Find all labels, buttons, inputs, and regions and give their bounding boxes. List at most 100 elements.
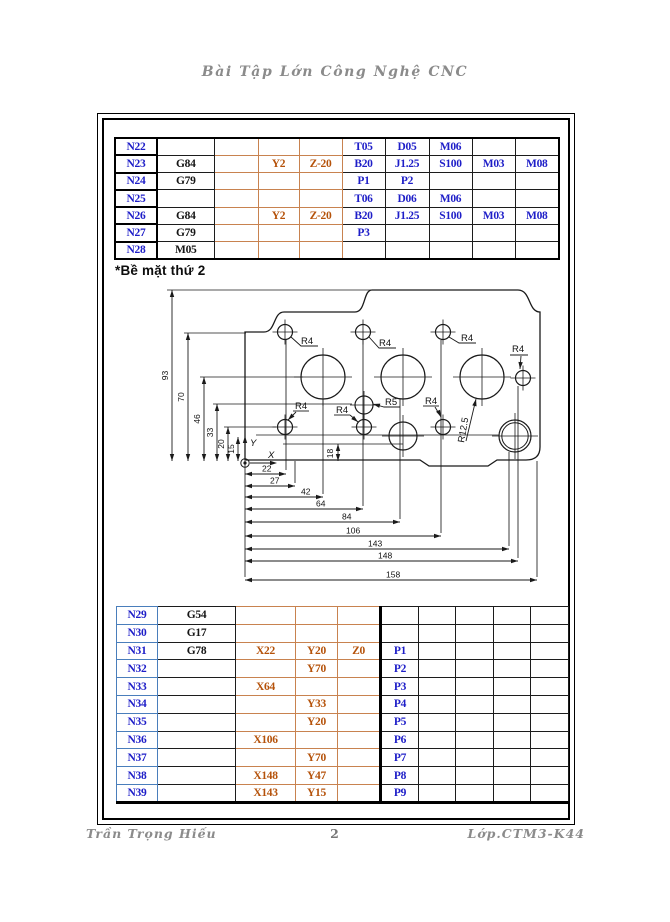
svg-text:84: 84 xyxy=(342,512,352,522)
table-cell: Z-20 xyxy=(298,206,343,225)
table-cell: M03 xyxy=(471,154,516,174)
table-cell xyxy=(418,623,456,643)
table-cell xyxy=(418,677,456,696)
table-cell xyxy=(337,659,381,679)
footer-author: Trần Trọng Hiếu xyxy=(86,826,217,841)
table-cell xyxy=(418,641,456,661)
table-cell xyxy=(418,606,456,625)
table-cell: M06 xyxy=(428,189,473,208)
table-cell: Y20 xyxy=(295,712,338,732)
table-cell xyxy=(530,694,569,714)
table-cell xyxy=(157,730,236,750)
table-cell xyxy=(493,606,531,625)
table-cell: M08 xyxy=(514,206,560,225)
table-cell: G17 xyxy=(157,623,236,643)
table-cell: N32 xyxy=(116,659,158,679)
table-cell: P9 xyxy=(379,783,419,803)
svg-text:93: 93 xyxy=(160,371,170,381)
table-cell: N31 xyxy=(116,641,158,661)
svg-text:R4: R4 xyxy=(301,336,313,347)
table-cell xyxy=(455,659,494,679)
table-cell xyxy=(418,712,456,732)
table-cell xyxy=(295,730,338,750)
svg-text:33: 33 xyxy=(205,428,215,438)
table-cell xyxy=(379,606,419,625)
svg-text:Y: Y xyxy=(250,438,257,449)
table-cell xyxy=(493,677,531,696)
table-cell xyxy=(235,712,296,732)
table-cell xyxy=(235,694,296,714)
table-cell: N27 xyxy=(114,223,158,243)
table-cell xyxy=(418,748,456,768)
table-cell: Y33 xyxy=(295,694,338,714)
table-cell: G84 xyxy=(156,206,215,225)
table-cell: Y70 xyxy=(295,659,338,679)
table-cell xyxy=(157,783,236,803)
table-cell xyxy=(455,783,494,803)
footer-class: Lớp.CTM3-K44 xyxy=(467,826,585,841)
svg-text:R4: R4 xyxy=(336,405,348,416)
svg-text:R4: R4 xyxy=(379,338,391,349)
table-cell xyxy=(493,783,531,803)
table-cell xyxy=(235,748,296,768)
table-cell: G78 xyxy=(157,641,236,661)
table-cell: Y70 xyxy=(295,748,338,768)
svg-text:18: 18 xyxy=(325,449,335,459)
table-cell xyxy=(530,606,569,625)
table-cell: S100 xyxy=(428,154,473,174)
table-cell: P6 xyxy=(379,730,419,750)
table-cell xyxy=(295,677,338,696)
footer-page-number: 2 xyxy=(330,826,340,841)
table-cell xyxy=(157,766,236,785)
table-cell xyxy=(418,694,456,714)
table-cell: N24 xyxy=(114,171,158,191)
svg-text:R4: R4 xyxy=(461,333,473,344)
table-cell xyxy=(157,659,236,679)
svg-text:158: 158 xyxy=(386,570,400,580)
svg-text:42: 42 xyxy=(301,487,311,497)
table-cell: N29 xyxy=(116,606,158,625)
svg-text:R4: R4 xyxy=(512,344,524,355)
svg-text:R12.5: R12.5 xyxy=(456,417,471,444)
svg-text:106: 106 xyxy=(346,526,360,536)
table-cell: G54 xyxy=(157,606,236,625)
table-cell xyxy=(493,641,531,661)
page-border-inner xyxy=(102,118,570,820)
table-cell xyxy=(157,748,236,768)
table-cell: N38 xyxy=(116,766,158,785)
table-cell xyxy=(455,748,494,768)
table-cell xyxy=(337,783,381,803)
table-cell xyxy=(235,659,296,679)
table-cell xyxy=(493,730,531,750)
table-cell xyxy=(455,766,494,785)
table-cell xyxy=(530,748,569,768)
table-cell xyxy=(455,623,494,643)
table-cell: N26 xyxy=(114,206,158,226)
table-cell: D05 xyxy=(384,137,430,156)
table-cell: N30 xyxy=(116,623,158,643)
table-cell: N22 xyxy=(114,136,158,157)
table-cell: P7 xyxy=(379,748,419,768)
table-cell xyxy=(157,694,236,714)
table-cell: N35 xyxy=(116,712,158,732)
table-cell xyxy=(235,606,296,625)
svg-text:15: 15 xyxy=(226,444,236,454)
table-cell xyxy=(379,623,419,643)
table-cell: P1 xyxy=(379,641,419,661)
table-cell xyxy=(530,783,569,803)
table-cell xyxy=(455,606,494,625)
table-cell xyxy=(455,677,494,696)
table-cell: Y20 xyxy=(295,641,338,661)
svg-text:R4: R4 xyxy=(425,396,437,407)
svg-text:R5: R5 xyxy=(385,397,397,408)
table-cell: T06 xyxy=(341,189,386,208)
page-border-outer xyxy=(97,113,575,825)
table-cell xyxy=(337,606,381,625)
table-cell xyxy=(418,730,456,750)
table-cell xyxy=(337,766,381,785)
table-cell xyxy=(455,712,494,732)
table-cell xyxy=(157,712,236,732)
